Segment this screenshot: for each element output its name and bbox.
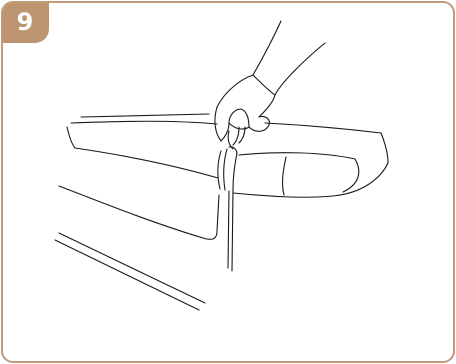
cable-tie	[217, 146, 238, 272]
headrest-shape	[66, 113, 389, 198]
step-badge: 9	[3, 3, 49, 43]
step-number: 9	[16, 8, 34, 36]
hand	[214, 20, 326, 150]
headrest-cable-tie-illustration	[54, 20, 389, 311]
seat-body	[54, 185, 220, 311]
